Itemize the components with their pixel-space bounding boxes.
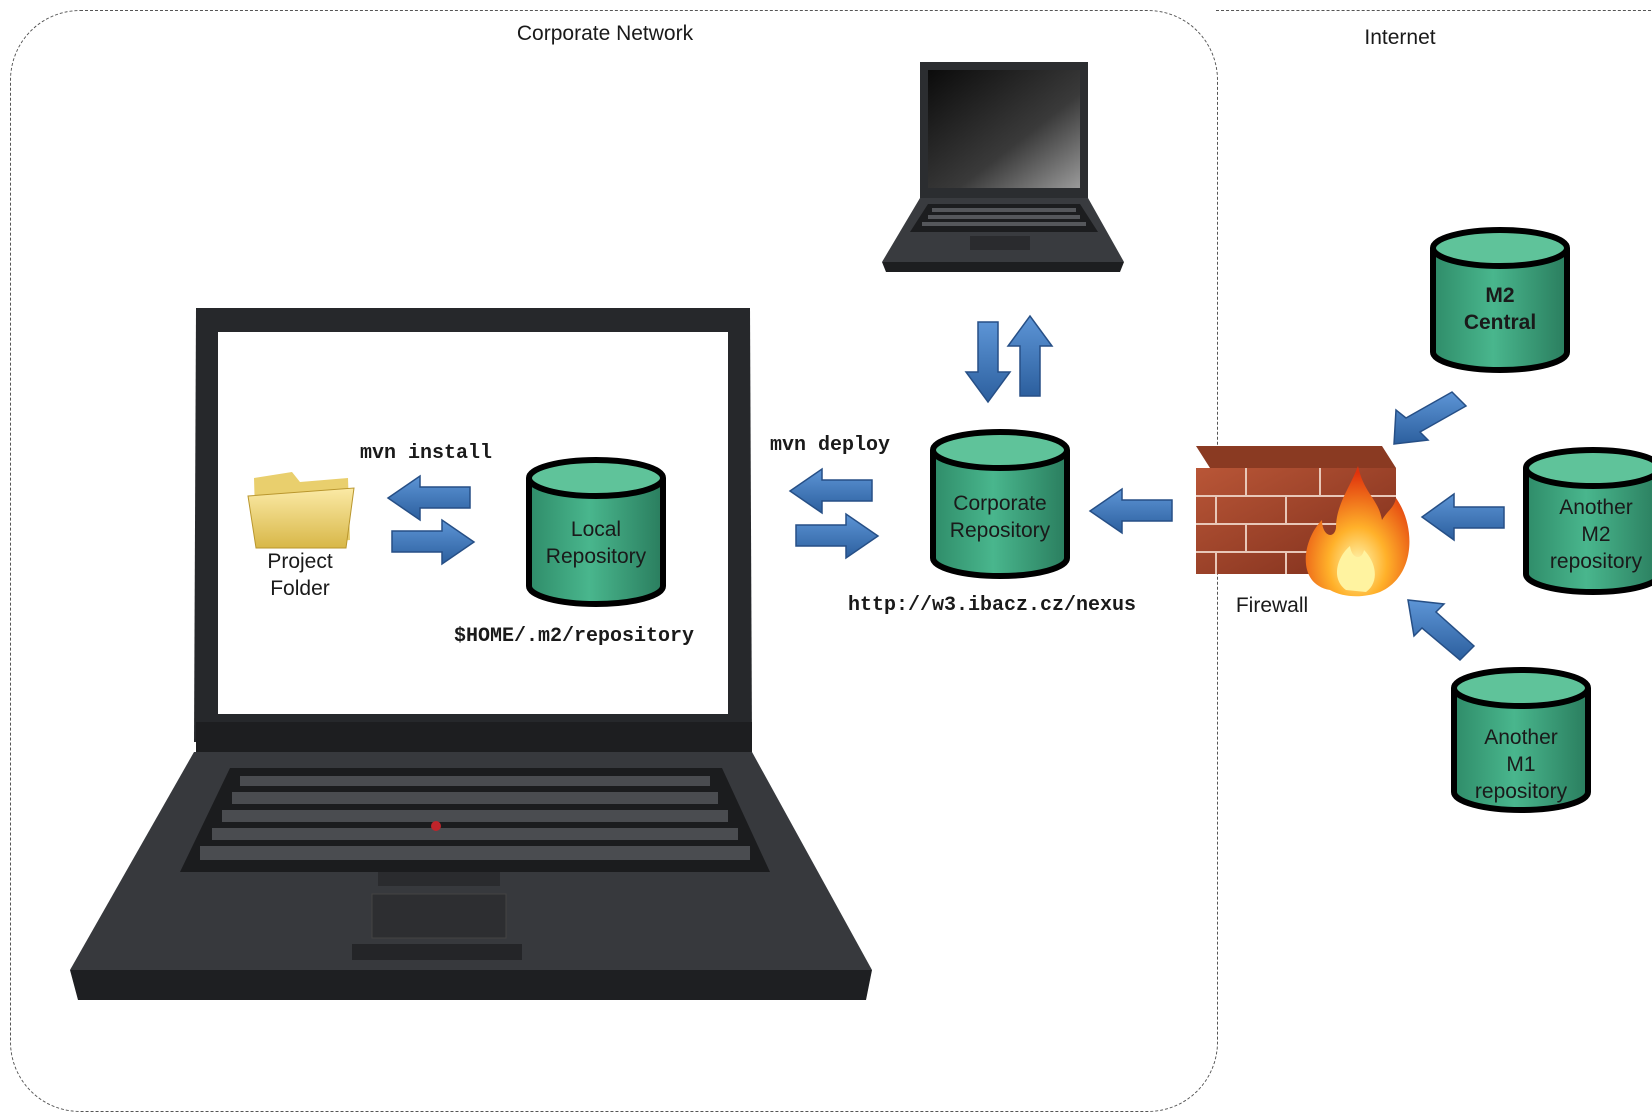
project-folder-label-line2: Folder — [270, 577, 330, 600]
internet-title: Internet — [1364, 26, 1436, 49]
internet-zone-border — [1216, 10, 1652, 11]
corporate-network-title: Corporate Network — [516, 22, 694, 45]
laptop-up-arrow — [1006, 314, 1054, 397]
corporate-repository-label-line1: Corporate — [953, 492, 1047, 515]
another-m1-label-line1: Another — [1484, 726, 1558, 749]
developer-laptop-icon — [70, 308, 872, 1000]
corporate-repository-url: http://w3.ibacz.cz/nexus — [848, 594, 1137, 617]
local-repository-cylinder — [526, 457, 666, 607]
corporate-repository-cylinder — [930, 429, 1070, 579]
laptop-down-arrow — [964, 321, 1012, 404]
m2-central-to-firewall-arrow — [1393, 391, 1468, 445]
local-repository-label-line1: Local — [570, 518, 622, 541]
project-folder-icon — [247, 472, 355, 549]
another-m2-label-line3: repository — [1549, 550, 1643, 573]
mvn-deploy-label: mvn deploy — [770, 434, 891, 457]
another-m1-repository-cylinder — [1451, 667, 1591, 813]
another-m1-label-line3: repository — [1474, 780, 1568, 803]
m2-central-label-line1: M2 — [1485, 284, 1515, 307]
local-repository-label-line2: Repository — [545, 545, 647, 568]
mvn-install-label: mvn install — [360, 442, 493, 465]
another-m2-to-firewall-arrow — [1420, 492, 1505, 542]
firewall-to-corporate-arrow — [1088, 487, 1173, 535]
deploy-right-arrow — [795, 512, 880, 560]
another-m1-label-line2: M1 — [1506, 753, 1536, 776]
another-m1-to-firewall-arrow — [1407, 599, 1476, 662]
m2-central-label-line2: Central — [1463, 311, 1537, 334]
firewall-label: Firewall — [1235, 594, 1309, 617]
local-repository-path: $HOME/.m2/repository — [454, 625, 695, 648]
another-m2-repository-cylinder — [1523, 447, 1652, 595]
install-right-arrow — [391, 518, 476, 566]
firewall-icon — [1196, 446, 1410, 597]
diagram-canvas — [70, 62, 1652, 1000]
install-left-arrow — [386, 474, 471, 522]
another-m2-label-line2: M2 — [1581, 523, 1611, 546]
another-m2-label-line1: Another — [1559, 496, 1633, 519]
deploy-left-arrow — [788, 467, 873, 515]
m2-central-cylinder — [1430, 227, 1570, 373]
project-folder-label-line1: Project — [267, 550, 333, 573]
corporate-repository-label-line2: Repository — [949, 519, 1051, 542]
second-developer-laptop-icon — [882, 62, 1124, 272]
